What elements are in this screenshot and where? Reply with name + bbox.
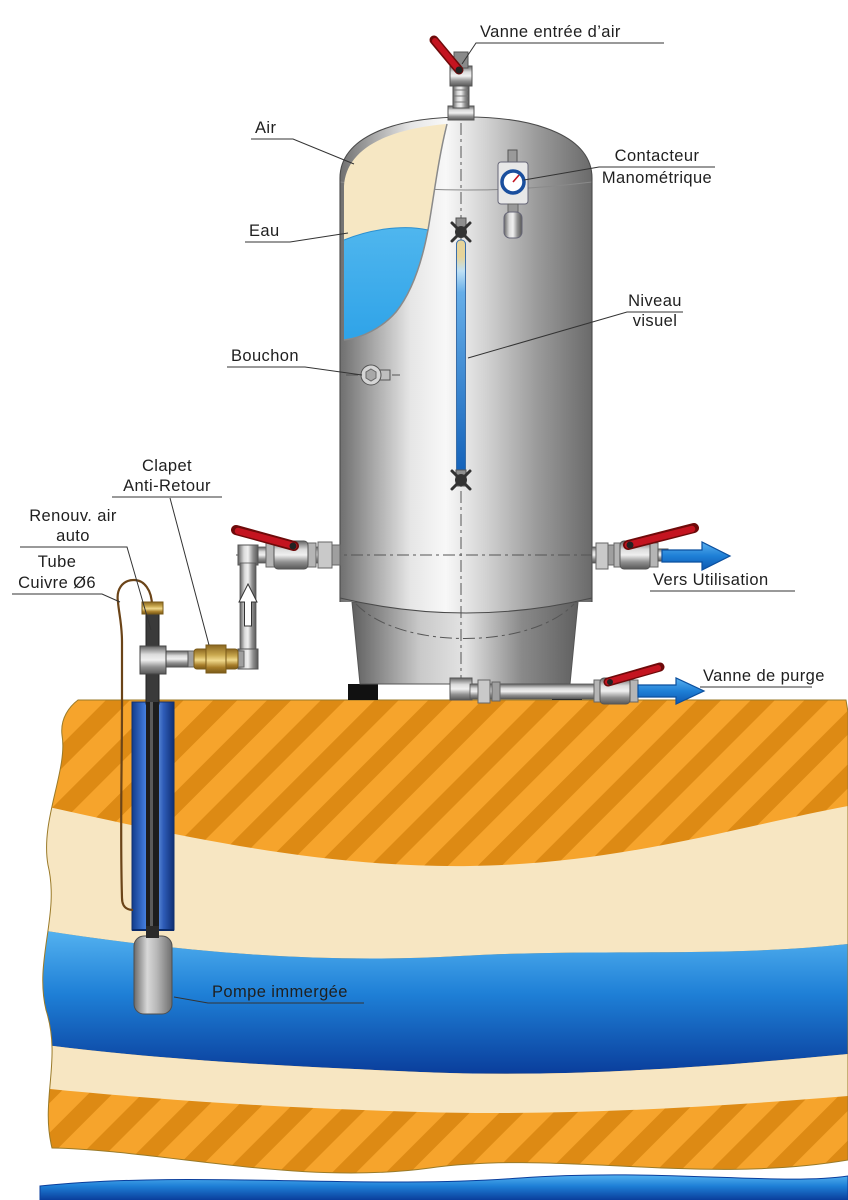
label-text: Vanne entrée d’air [480,23,621,41]
label-eau: Eau [245,222,349,243]
label-tube-cuivre: Tube Cuivre Ø6 [12,553,121,603]
tee-body [139,645,167,675]
copper-tube [116,578,154,912]
leader-line [251,138,355,165]
labels: Vanne entrée d’air Air Eau Contacteur Ma… [12,23,825,1004]
bottom-water-strip [39,1174,848,1200]
left-elbow-top [237,544,259,566]
tank-air-region [344,124,446,240]
label-text: Tube [38,553,77,571]
tee-branch [163,650,189,668]
drop-pipe-highlight [150,702,153,934]
sight-tube [456,239,466,479]
bottom-dome-dashed [355,603,575,639]
label-renouv-air-auto: Renouv. air auto [20,507,152,631]
label-text: auto [56,527,90,545]
label-text: Pompe immergée [212,983,348,1001]
left-union-hex [317,541,333,569]
submersible-pump [133,935,173,1015]
sand-layer-upper [42,806,848,959]
aquifer-layer [42,930,848,1074]
label-niveau-visuel: Niveau visuel [467,292,683,359]
label-text: Air [255,119,276,137]
label-air: Air [251,119,355,165]
leader-line [227,366,363,376]
inlet-lever-pivot [455,66,463,74]
left-pipe-assembly [139,525,341,675]
switch-nut [507,203,519,213]
tank-water-region [344,227,428,340]
tank-bottom-arc [340,588,592,613]
label-text: Vanne de purge [703,667,825,685]
inlet-lever [432,38,462,73]
label-text: Clapet [142,457,192,475]
sight-glass [450,217,472,491]
pressure-switch [497,149,529,239]
tank-base-skirt [351,601,579,685]
label-text: Cuivre Ø6 [18,574,96,592]
leader-line [173,996,364,1004]
label-text: Manométrique [602,169,712,187]
flow-up-arrow-icon [238,582,258,627]
sight-valve-bottom [450,469,472,491]
label-text: Niveau [628,292,682,310]
leader-line [461,42,664,65]
leader-line [523,166,715,181]
label-contacteur: Contacteur Manométrique [523,147,715,187]
label-pompe-immergee: Pompe immergée [173,983,364,1004]
label-vanne-entree-air: Vanne entrée d’air [461,23,664,65]
water-line [343,227,429,241]
label-vanne-de-purge: Vanne de purge [700,667,825,688]
cutaway-edge [343,123,448,341]
leader-line [12,593,121,603]
sand-layer-lower [42,1044,848,1114]
ground-layers [42,700,848,1174]
tank-foot-left [348,684,378,700]
purge-elbow [449,677,473,701]
left-valve-pivot [289,542,297,550]
label-text: Eau [249,222,280,240]
switch-lower-cylinder [503,211,523,239]
label-text: Contacteur [615,147,700,165]
leader-line [467,311,683,359]
label-vers-utilisation: Vers Utilisation [650,571,795,592]
right-pipe-assembly [591,523,732,571]
label-text: Renouv. air [29,507,117,525]
leader-line [245,232,349,243]
purge-assembly [449,662,706,705]
label-text: visuel [633,312,678,330]
label-text: Bouchon [231,347,299,365]
ground-cross-section [39,699,848,1200]
purge-valve-lever [605,665,661,685]
copper-tube-fitting [141,601,164,615]
left-valve-lever [234,527,298,550]
pump-connector [146,926,159,938]
dial-needle [512,174,520,183]
check-valve-hex [205,644,227,674]
air-inlet-valve [429,35,475,121]
sight-valve-top [450,217,472,243]
plug-bouchon [360,364,391,386]
right-valve-lever [624,525,696,549]
purge-flow-arrow-icon [637,677,706,705]
borehole-assembly [116,578,175,1015]
leader-line [20,546,152,631]
right-valve-pivot [626,541,634,549]
plug-hex [365,368,377,382]
leader-line [112,496,222,646]
label-bouchon: Bouchon [227,347,363,376]
ground-torn-outline [42,699,848,1174]
purge-valve-pivot [607,679,613,685]
outlet-flow-arrow-icon [661,541,732,571]
label-clapet-anti-retour: Clapet Anti-Retour [112,457,222,646]
label-text: Anti-Retour [123,477,211,495]
label-text: Vers Utilisation [653,571,769,589]
